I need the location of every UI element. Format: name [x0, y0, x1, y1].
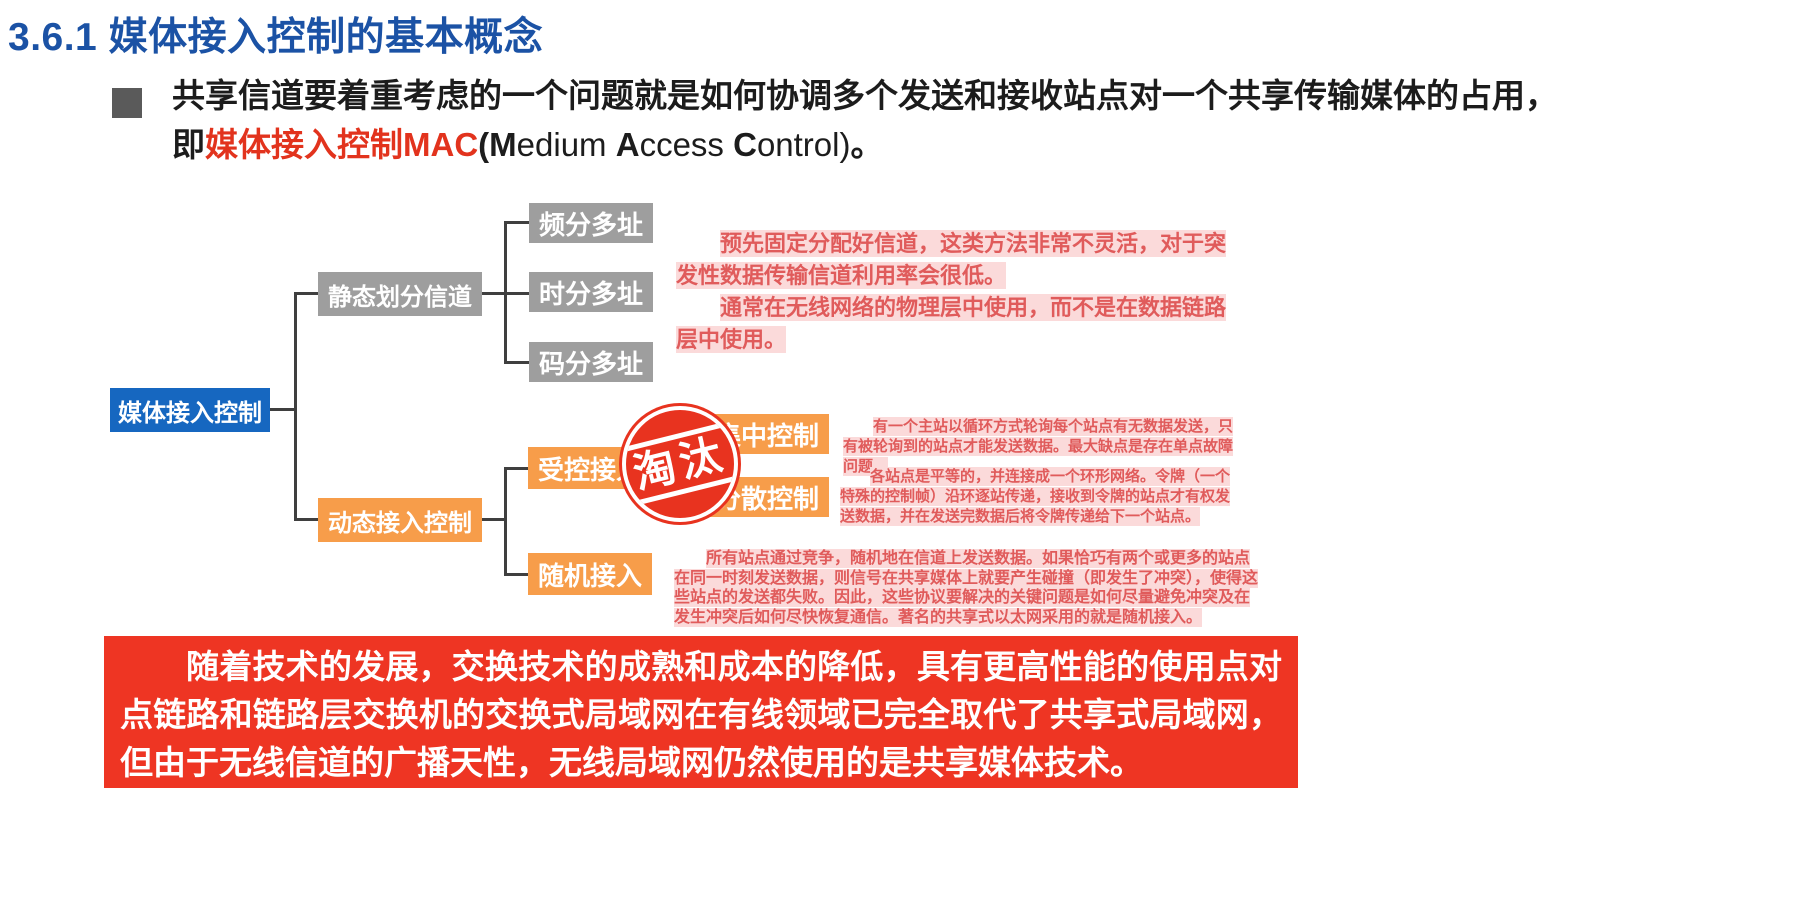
note-static-paragraph-2: 通常在无线网络的物理层中使用，而不是在数据链路层中使用。	[676, 294, 1227, 354]
connector-line	[504, 221, 529, 224]
intro-text-red: 媒体接入控制MAC	[205, 125, 479, 163]
mac-letter-m: M	[489, 125, 517, 163]
page-title: 3.6.1 媒体接入控制的基本概念	[8, 16, 544, 59]
mac-letter-c: C	[733, 125, 757, 163]
connector-line	[294, 518, 318, 521]
node-dynamic-access-control: 动态接入控制	[318, 498, 482, 542]
mac-rest-a: ccess	[639, 125, 734, 163]
intro-period: 。	[850, 125, 884, 163]
note-static-paragraph-1: 预先固定分配好信道，这类方法非常不灵活，对于突发性数据传输信道利用率会很低。	[676, 230, 1227, 290]
connector-line	[504, 573, 528, 576]
conclusion-text: 随着技术的发展，交换技术的成熟和成本的降低，具有更高性能的使用点对点链路和链路层…	[120, 648, 1282, 781]
note-decentralized: 各站点是平等的，并连接成一个环形网络。令牌（一个特殊的控制帧）沿环逐站传递，接收…	[840, 467, 1232, 526]
connector-line	[482, 518, 506, 521]
eliminated-stamp-band: 淘汰	[626, 418, 734, 510]
note-centralized: 有一个主站以循环方式轮询每个站点有无数据发送，只有被轮询到的站点才能发送数据。最…	[843, 417, 1245, 476]
connector-line	[504, 221, 507, 364]
mac-rest-m: edium	[516, 125, 616, 163]
conclusion-banner: 随着技术的发展，交换技术的成熟和成本的降低，具有更高性能的使用点对点链路和链路层…	[104, 636, 1298, 788]
connector-line	[504, 361, 529, 364]
connector-line	[294, 292, 297, 521]
note-random-paragraph: 所有站点通过竞争，随机地在信道上发送数据。如果恰巧有两个或更多的站点在同一时刻发…	[674, 549, 1259, 627]
mac-paren-open: (	[478, 125, 490, 163]
mac-rest-c: ontrol)	[756, 125, 851, 163]
note-static-allocation: 预先固定分配好信道，这类方法非常不灵活，对于突发性数据传输信道利用率会很低。 通…	[676, 228, 1238, 356]
connector-line	[270, 408, 296, 411]
eliminated-stamp-label: 淘汰	[628, 429, 732, 498]
node-tdma: 时分多址	[529, 272, 653, 312]
connector-line	[504, 467, 528, 470]
mac-letter-a: A	[615, 125, 640, 163]
node-cdma: 码分多址	[529, 342, 653, 382]
node-fdma: 频分多址	[529, 203, 653, 243]
note-random: 所有站点通过竞争，随机地在信道上发送数据。如果恰巧有两个或更多的站点在同一时刻发…	[674, 549, 1259, 627]
node-static-channel-allocation: 静态划分信道	[318, 272, 482, 316]
intro-paragraph: 共享信道要着重考虑的一个问题就是如何协调多个发送和接收站点对一个共享传输媒体的占…	[172, 72, 1564, 169]
bullet-square-icon	[112, 88, 142, 118]
intro-text-black: 共享信道要着重考虑的一个问题就是如何协调多个发送和接收站点对一个共享传输媒体的占…	[172, 77, 1558, 163]
node-media-access-control: 媒体接入控制	[110, 388, 270, 432]
node-random-access: 随机接入	[528, 553, 652, 595]
connector-line	[294, 292, 318, 295]
connector-line	[504, 467, 507, 576]
eliminated-stamp: 淘汰	[622, 406, 738, 522]
note-decentralized-paragraph: 各站点是平等的，并连接成一个环形网络。令牌（一个特殊的控制帧）沿环逐站传递，接收…	[840, 467, 1231, 526]
note-centralized-paragraph: 有一个主站以循环方式轮询每个站点有无数据发送，只有被轮询到的站点才能发送数据。最…	[843, 417, 1234, 476]
